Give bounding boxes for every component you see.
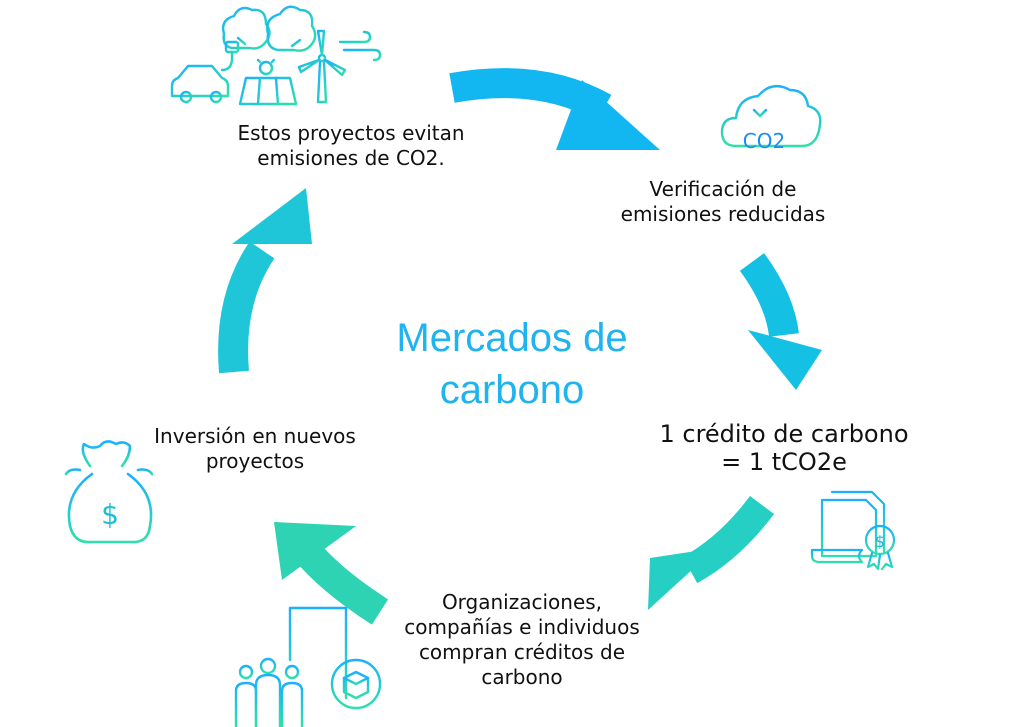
step-label-line: Inversión en nuevos (154, 424, 356, 448)
step-label-line: Verificación de (649, 177, 797, 201)
arrow-right (739, 253, 822, 390)
step-label-investment: Inversión en nuevos proyectos (120, 424, 390, 474)
step-label-line: Organizaciones, (441, 590, 603, 614)
wind-icon (334, 30, 382, 62)
tree-icon (266, 5, 317, 74)
people-icon (234, 657, 304, 727)
arrow-top (449, 68, 660, 150)
step-label-buyers: Organizaciones, compañías e individuos c… (372, 590, 672, 690)
arrow-bottom-right (648, 495, 775, 610)
title-line: Mercados de (396, 316, 628, 360)
arrow-left (218, 188, 312, 374)
step-label-line: emisiones de CO2. (257, 146, 445, 170)
step-label-line: proyectos (205, 449, 305, 473)
diagram-title: Mercados de carbono (330, 312, 694, 416)
step-label-line: carbono (481, 665, 563, 689)
step-label-verification: Verificación de emisiones reducidas (588, 177, 858, 227)
title-line: carbono (439, 368, 585, 412)
step-label-line: = 1 tCO2e (721, 448, 847, 476)
tree-icon (221, 6, 271, 74)
step-label-line: compran créditos de (418, 640, 626, 664)
co2-cloud-icon: CO2 (720, 84, 822, 153)
step-label-line: 1 crédito de carbono (659, 420, 909, 448)
step-label-credit: 1 crédito de carbono = 1 tCO2e (634, 420, 934, 476)
box-icon (330, 658, 382, 710)
step-label-line: Estos proyectos evitan (237, 121, 465, 145)
solar-panel-icon (238, 54, 298, 106)
building-icon (288, 606, 348, 700)
wind-turbine-icon (297, 29, 347, 104)
step-label-line: compañías e individuos (404, 615, 640, 639)
svg-text:$: $ (101, 498, 119, 531)
certificate-icon: $ (810, 490, 896, 571)
money-bag-icon: $ (64, 440, 154, 544)
svg-text:$: $ (875, 532, 885, 551)
renewable-energy-icon (170, 5, 382, 106)
co2-text: CO2 (743, 129, 785, 153)
step-label-projects: Estos proyectos evitan emisiones de CO2. (196, 121, 506, 171)
car-icon (170, 34, 240, 104)
step-label-line: emisiones reducidas (620, 202, 826, 226)
arrow-bottom-left (274, 522, 389, 625)
organizations-icon (234, 606, 382, 727)
